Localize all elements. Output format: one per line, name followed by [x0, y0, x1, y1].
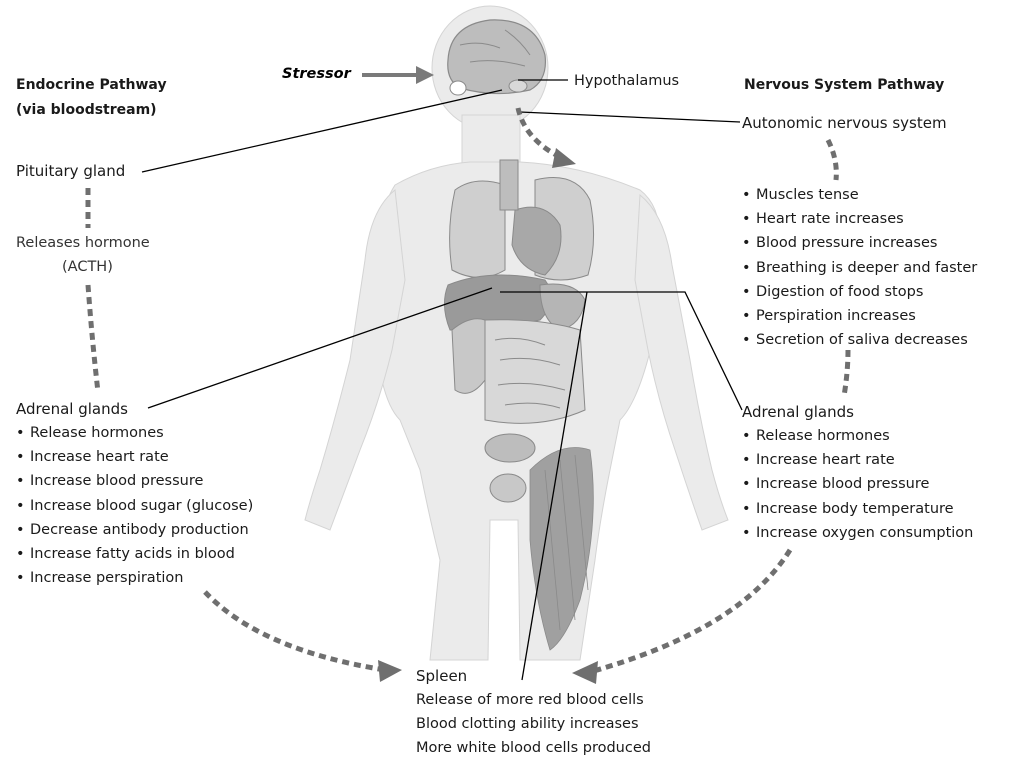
abdominal-organs	[444, 274, 586, 503]
autonomic-label: Autonomic nervous system	[742, 114, 947, 132]
list-item: Secretion of saliva decreases	[742, 328, 977, 352]
stressor-arrow	[362, 66, 434, 84]
releases-hormone-label: Releases hormone	[16, 235, 150, 251]
list-item: Release hormones	[742, 424, 973, 448]
list-item: Digestion of food stops	[742, 280, 977, 304]
pathway-arrowheads	[378, 148, 598, 684]
list-item: Increase heart rate	[16, 445, 253, 469]
list-item: Breathing is deeper and faster	[742, 256, 977, 280]
endocrine-title-line1: Endocrine Pathway	[16, 77, 167, 93]
stressor-label: Stressor	[282, 66, 351, 82]
endocrine-adrenal-effects: Release hormones Increase heart rate Inc…	[16, 421, 253, 590]
list-item: More white blood cells produced	[416, 740, 651, 756]
nervous-adrenal-effects: Release hormones Increase heart rate Inc…	[742, 424, 973, 545]
leader-lines	[141, 79, 743, 681]
list-item: Increase fatty acids in blood	[16, 542, 253, 566]
list-item: Increase perspiration	[16, 566, 253, 590]
nervous-effects: Muscles tense Heart rate increases Blood…	[742, 183, 977, 352]
pituitary-label: Pituitary gland	[16, 162, 126, 180]
endocrine-adrenal-label: Adrenal glands	[16, 400, 128, 418]
list-item: Heart rate increases	[742, 207, 977, 231]
list-item: Perspiration increases	[742, 304, 977, 328]
acth-label: (ACTH)	[62, 259, 113, 275]
spleen-label: Spleen	[416, 667, 468, 685]
nervous-title: Nervous System Pathway	[744, 77, 945, 93]
list-item: Blood clotting ability increases	[416, 716, 639, 732]
list-item: Blood pressure increases	[742, 231, 977, 255]
hypothalamus-label: Hypothalamus	[574, 73, 680, 89]
list-item: Increase body temperature	[742, 497, 973, 521]
list-item: Increase blood pressure	[16, 469, 253, 493]
list-item: Release of more red blood cells	[416, 692, 644, 708]
endocrine-title-line2: (via bloodstream)	[16, 102, 157, 118]
list-item: Release hormones	[16, 421, 253, 445]
list-item: Increase oxygen consumption	[742, 521, 973, 545]
leg-muscles	[529, 447, 594, 651]
nervous-adrenal-label: Adrenal glands	[742, 403, 854, 421]
brain	[447, 19, 547, 96]
list-item: Increase blood pressure	[742, 472, 973, 496]
list-item: Increase blood sugar (glucose)	[16, 494, 253, 518]
chest-organs	[449, 159, 595, 281]
list-item: Decrease antibody production	[16, 518, 253, 542]
list-item: Increase heart rate	[742, 448, 973, 472]
spleen-effects: Release of more red blood cells Blood cl…	[416, 688, 651, 760]
list-item: Muscles tense	[742, 183, 977, 207]
